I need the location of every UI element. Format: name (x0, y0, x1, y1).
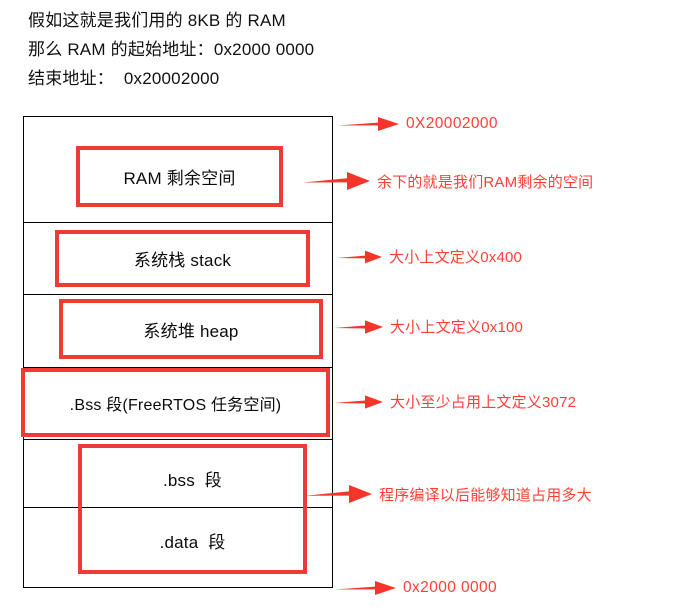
memory-row-bss-freertos (24, 368, 332, 440)
annotation-freertos-size-note: 大小至少占用上文定义3072 (334, 391, 576, 412)
red-box-system-heap: 系统堆 heap (59, 299, 323, 359)
red-box-label-system-heap: 系统堆 heap (143, 321, 239, 341)
red-box-ram-free-space: RAM 剩余空间 (76, 146, 283, 207)
annotation-label-stack-size-note: 大小上文定义0x400 (389, 249, 523, 266)
memory-map-table (23, 116, 333, 588)
header-line-3: 结束地址： 0x20002000 (28, 69, 220, 88)
red-box-label-system-stack: 系统栈 stack (133, 251, 232, 270)
red-box-bss-and-data: .bss 段 .data 段 (78, 444, 307, 574)
header-line-2: 那么 RAM 的起始地址：0x2000 0000 (28, 40, 315, 59)
red-box-label-ram-free-space: RAM 剩余空间 (123, 169, 236, 188)
annotation-top-address: 0X20002000 (338, 114, 498, 134)
memory-row-system-stack (24, 223, 332, 295)
red-box-system-stack: 系统栈 stack (55, 230, 310, 287)
annotation-label-base-address: 0x2000 0000 (403, 579, 498, 596)
memory-row-system-heap (24, 295, 332, 368)
annotation-stack-size-note: 大小上文定义0x400 (337, 246, 522, 267)
red-box-bss-freertos: .Bss 段(FreeRTOS 任务空间) (21, 368, 330, 437)
arrow-right-icon (337, 250, 382, 263)
red-box-label-data-section: .data 段 (159, 532, 226, 552)
arrow-right-icon (303, 172, 370, 190)
memory-row-ram-free-space (24, 117, 332, 223)
arrow-right-icon (305, 485, 372, 503)
header-text-block: 假如这就是我们用的 8KB 的 RAM 那么 RAM 的起始地址：0x2000 … (28, 6, 648, 93)
annotation-label-ram-free-note: 余下的就是我们RAM剩余的空间 (377, 173, 594, 191)
red-box-label-bss-section: .bss 段 (162, 470, 223, 490)
annotation-label-freertos-size-note: 大小至少占用上文定义3072 (390, 394, 577, 411)
annotation-ram-free-note: 余下的就是我们RAM剩余的空间 (303, 170, 593, 192)
arrow-right-icon (335, 581, 396, 595)
red-box-label-bss-freertos: .Bss 段(FreeRTOS 任务空间) (69, 396, 282, 414)
arrow-right-icon (338, 117, 399, 131)
arrow-right-icon (334, 394, 383, 409)
annotation-label-heap-size-note: 大小上文定义0x100 (390, 319, 524, 336)
header-line-1: 假如这就是我们用的 8KB 的 RAM (28, 11, 286, 30)
annotation-heap-size-note: 大小上文定义0x100 (334, 316, 523, 337)
annotation-compile-size-note: 程序编译以后能够知道占用多大 (305, 483, 592, 505)
memory-row-bss-section (24, 440, 332, 508)
annotation-label-compile-size-note: 程序编译以后能够知道占用多大 (379, 486, 592, 504)
annotation-label-top-address: 0X20002000 (406, 115, 498, 132)
annotation-base-address: 0x2000 0000 (335, 578, 497, 598)
arrow-right-icon (334, 319, 383, 334)
